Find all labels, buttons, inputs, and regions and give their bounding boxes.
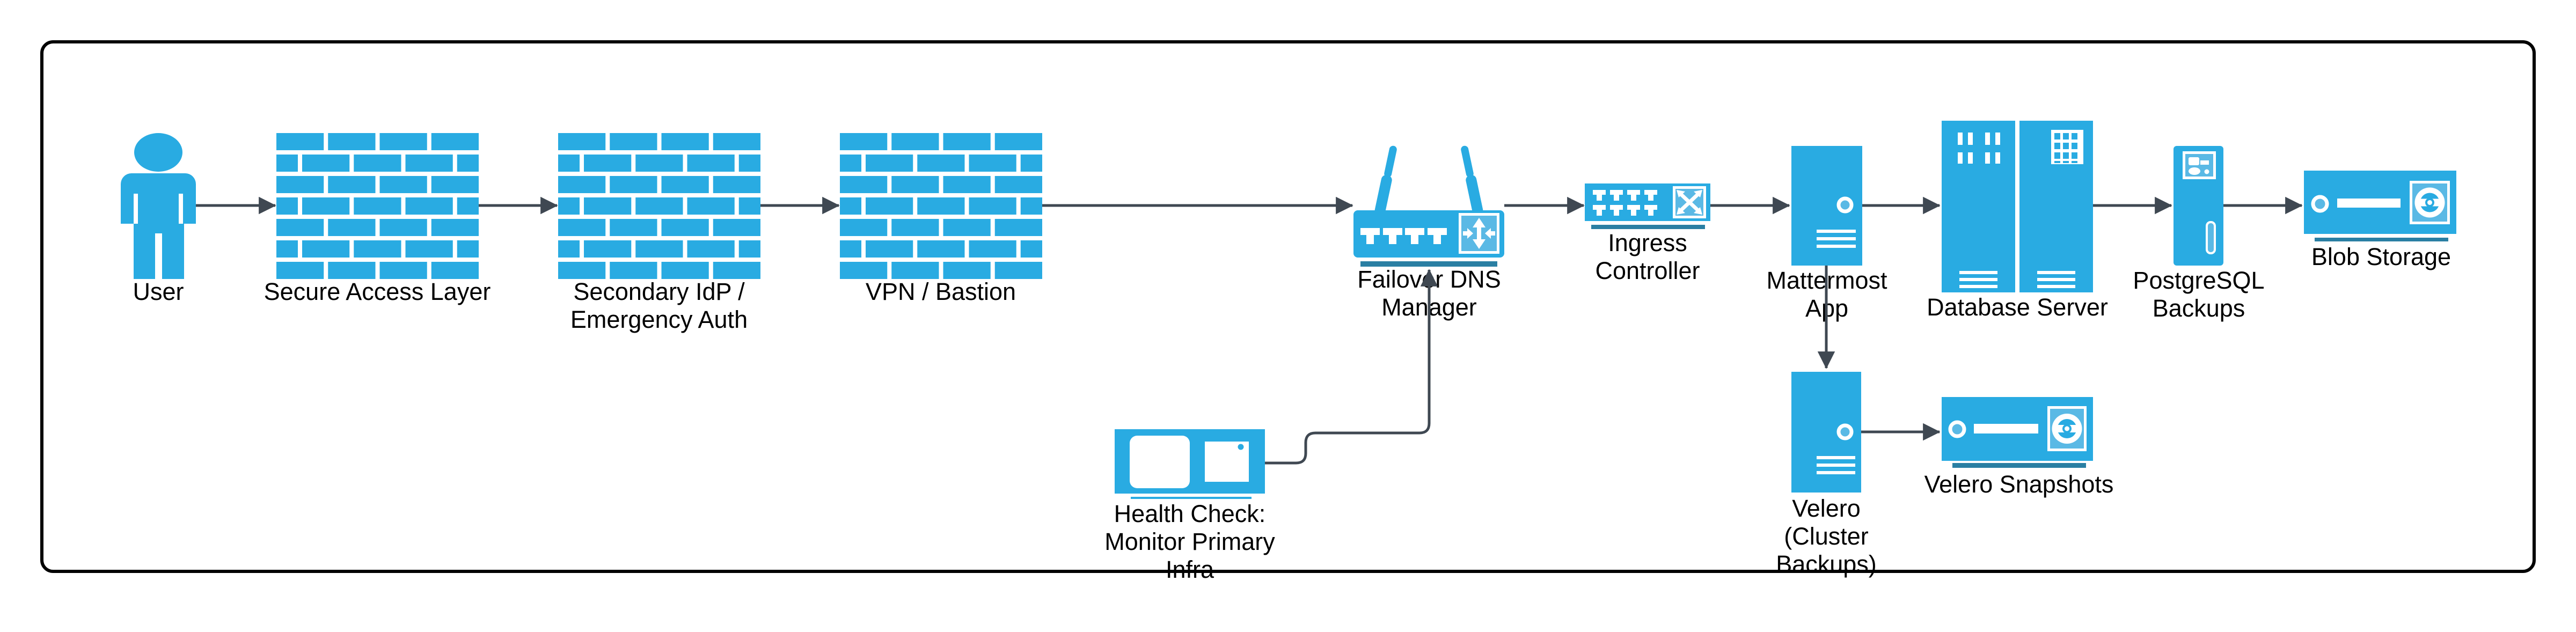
node-failover-dns-manager xyxy=(1353,145,1504,258)
velero-snapshots-base-bar xyxy=(1952,463,2086,468)
blob-storage-label: Blob Storage xyxy=(2311,243,2451,270)
node-mattermost-app xyxy=(1791,146,1862,266)
vpn-bastion-label: VPN / Bastion xyxy=(865,278,1016,305)
failover-dns-label: Failover DNS Manager xyxy=(1357,266,1501,321)
node-secondary-idp xyxy=(558,133,760,279)
node-blob-storage xyxy=(2304,171,2456,234)
node-ingress-controller xyxy=(1585,183,1710,221)
server-tower-icon xyxy=(1791,146,1862,266)
route-arrows-icon xyxy=(1463,218,1495,249)
mattermost-label: Mattermost App xyxy=(1766,267,1887,322)
tape-storage-icon xyxy=(1942,397,2093,461)
switch-icon xyxy=(1585,183,1710,221)
wireless-router-icon xyxy=(1353,145,1504,258)
tape-storage-icon xyxy=(2304,171,2456,234)
node-vpn-bastion xyxy=(840,133,1042,279)
node-velero-snapshots xyxy=(1942,397,2093,461)
tape-reel-icon xyxy=(2052,414,2082,444)
firewall-icon xyxy=(276,133,479,279)
postgresql-backups-label: PostgreSQL Backups xyxy=(2133,267,2265,322)
monitor-icon xyxy=(1115,429,1265,494)
user-label: User xyxy=(133,278,184,305)
crossover-arrows-icon xyxy=(1677,190,1702,215)
backup-server-icon xyxy=(2174,146,2223,266)
person-icon xyxy=(121,133,196,279)
tape-reel-icon xyxy=(2414,187,2445,218)
velero-snapshots-label: Velero Snapshots xyxy=(1924,471,2114,498)
server-tower-icon xyxy=(1791,372,1861,493)
node-postgresql-backups xyxy=(2174,146,2223,266)
database-server-label: Database Server xyxy=(1927,293,2108,321)
blob-storage-base-bar xyxy=(2315,238,2448,241)
node-database-server xyxy=(1942,121,2093,292)
firewall-icon xyxy=(840,133,1042,279)
health-check-base-bar xyxy=(1131,497,1252,499)
node-velero xyxy=(1791,372,1861,493)
rack-server-icon xyxy=(1942,121,2093,292)
node-user xyxy=(121,133,196,279)
node-secure-access-layer xyxy=(276,133,479,279)
ingress-base-bar xyxy=(1591,225,1705,229)
secondary-idp-label: Secondary IdP / Emergency Auth xyxy=(570,278,748,333)
secure-access-layer-label: Secure Access Layer xyxy=(264,278,491,305)
health-check-label: Health Check: Monitor Primary Infra xyxy=(1104,500,1275,583)
velero-label: Velero (Cluster Backups) xyxy=(1776,495,1877,578)
failover-dns-base-bar xyxy=(1360,261,1497,267)
ingress-label: Ingress Controller xyxy=(1595,229,1700,284)
firewall-icon xyxy=(558,133,760,279)
node-health-check xyxy=(1115,429,1265,494)
diagram-border xyxy=(40,40,2536,573)
